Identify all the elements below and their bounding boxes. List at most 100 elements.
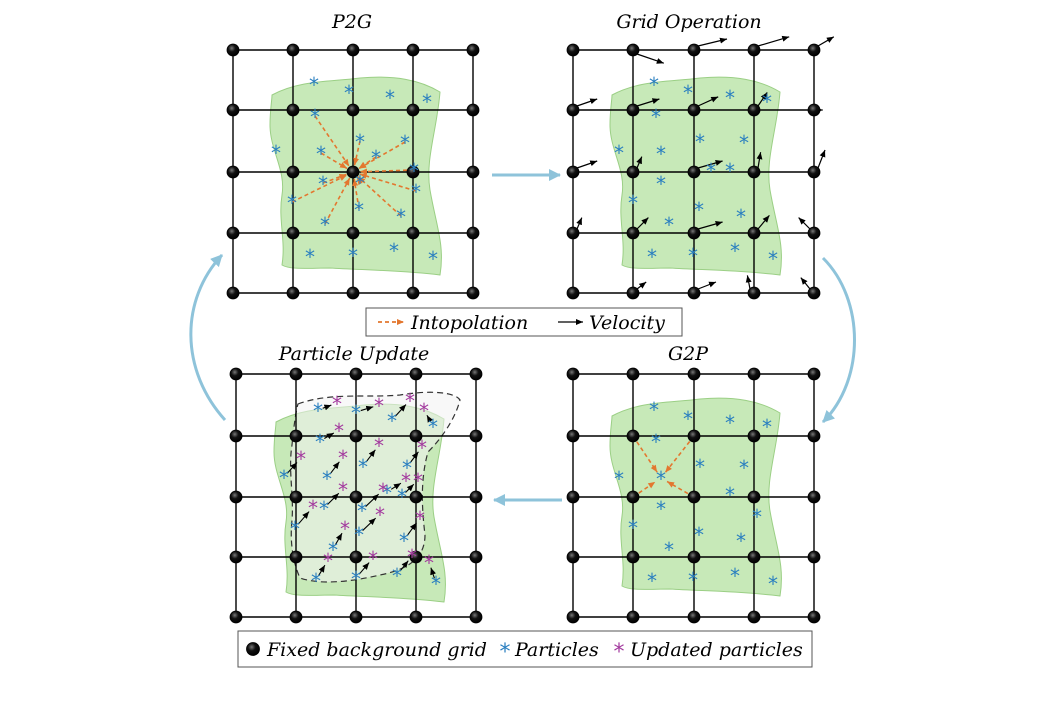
- grid-node: [807, 165, 821, 179]
- velocity-arrow: [335, 532, 343, 545]
- particle: *: [402, 456, 412, 480]
- grid-node: [286, 286, 300, 300]
- grid-node: [687, 490, 701, 504]
- particle: *: [351, 401, 361, 425]
- updated-particle: *: [308, 496, 318, 520]
- grid-node: [469, 367, 483, 381]
- updated-particle: *: [374, 434, 384, 458]
- particle: *: [344, 81, 354, 105]
- grid-node: [747, 165, 761, 179]
- grid-node: [346, 43, 360, 57]
- particle: *: [768, 572, 778, 596]
- grid-node: [229, 490, 243, 504]
- legend-particles-label: Particles: [514, 639, 599, 661]
- particle: *: [357, 499, 367, 523]
- particle: *: [688, 568, 698, 592]
- updated-particle: *: [338, 478, 348, 502]
- velocity-arrow: [399, 560, 409, 572]
- velocity-arrow: [636, 281, 647, 290]
- particle: *: [752, 505, 762, 529]
- grid-node: [406, 286, 420, 300]
- velocity-arrow: [358, 562, 370, 575]
- updated-particle: *: [417, 436, 427, 460]
- updated-particle: *: [424, 551, 434, 575]
- arrows: [286, 35, 835, 579]
- particle: *: [614, 467, 624, 491]
- particles: ****************************************…: [271, 73, 778, 596]
- particle: *: [348, 244, 358, 268]
- velocity-arrow: [394, 404, 407, 417]
- interpolation-arrow: [291, 174, 348, 203]
- grid-node: [626, 367, 640, 381]
- particle: *: [355, 171, 365, 195]
- particle: *: [647, 569, 657, 593]
- velocity-arrow: [636, 98, 660, 107]
- grid-node: [747, 490, 761, 504]
- particle: *: [358, 455, 368, 479]
- grid-node: [346, 165, 360, 179]
- grid-node: [466, 165, 480, 179]
- velocity-arrow: [636, 156, 643, 169]
- velocity-arrow: [757, 215, 770, 230]
- interpolation-arrow: [358, 141, 406, 170]
- grid-node: [466, 286, 480, 300]
- legend-arrows: Intopolation Velocity: [365, 307, 683, 337]
- grid-node: [626, 286, 640, 300]
- updated-particle: *: [296, 447, 306, 471]
- velocity-arrow: [757, 35, 790, 47]
- particle: *: [287, 191, 297, 215]
- grid-node: [626, 490, 640, 504]
- grid-node: [687, 367, 701, 381]
- particle: *: [683, 407, 693, 431]
- velocity-arrow: [697, 96, 719, 107]
- grid-node: [229, 367, 243, 381]
- grid-node: [626, 610, 640, 624]
- updated-particle: *: [334, 419, 344, 443]
- particle: *: [647, 245, 657, 269]
- updated-particle: *: [415, 507, 425, 531]
- velocity-arrow: [697, 37, 728, 47]
- grid-node: [807, 429, 821, 443]
- velocity-arrow: [390, 482, 402, 490]
- velocity-arrow: [576, 217, 583, 230]
- updated-particle: *: [378, 479, 388, 503]
- grid-node: [566, 367, 580, 381]
- particle: *: [400, 131, 410, 155]
- grid-node: [349, 490, 363, 504]
- particle: *: [762, 90, 772, 114]
- legend-symbols-box: [237, 630, 813, 668]
- particle: *: [695, 455, 705, 479]
- grid-node: [747, 610, 761, 624]
- grid-node: [747, 367, 761, 381]
- grid-node: [349, 550, 363, 564]
- particle: *: [387, 409, 397, 433]
- grid-node: [289, 429, 303, 443]
- grid-nodes: [226, 43, 821, 624]
- legend-grid-label: Fixed background grid: [266, 639, 487, 661]
- updated-particle: *: [374, 394, 384, 418]
- particle: *: [355, 130, 365, 154]
- particle: *: [628, 516, 638, 540]
- particle: *: [725, 86, 735, 110]
- interpolation-arrow: [320, 152, 348, 170]
- updated-particle-star-icon: *: [614, 640, 625, 665]
- velocity-arrow: [576, 98, 598, 107]
- grid-node: [346, 226, 360, 240]
- particle: *: [656, 142, 666, 166]
- particle: *: [651, 430, 661, 454]
- grid-node: [286, 103, 300, 117]
- particle: *: [656, 497, 666, 521]
- interpolation-arrow: [357, 176, 402, 217]
- particle: *: [762, 415, 772, 439]
- velocity-arrow: [697, 281, 717, 290]
- grid-node: [807, 286, 821, 300]
- flow-arrows: [189, 169, 856, 506]
- grid-node: [807, 226, 821, 240]
- particle: *: [382, 481, 392, 505]
- grid-node: [289, 490, 303, 504]
- velocity-arrow: [405, 483, 415, 493]
- grid-node: [349, 367, 363, 381]
- velocity-arrow: [636, 217, 649, 230]
- velocity-arrow: [324, 432, 335, 440]
- particle: *: [736, 205, 746, 229]
